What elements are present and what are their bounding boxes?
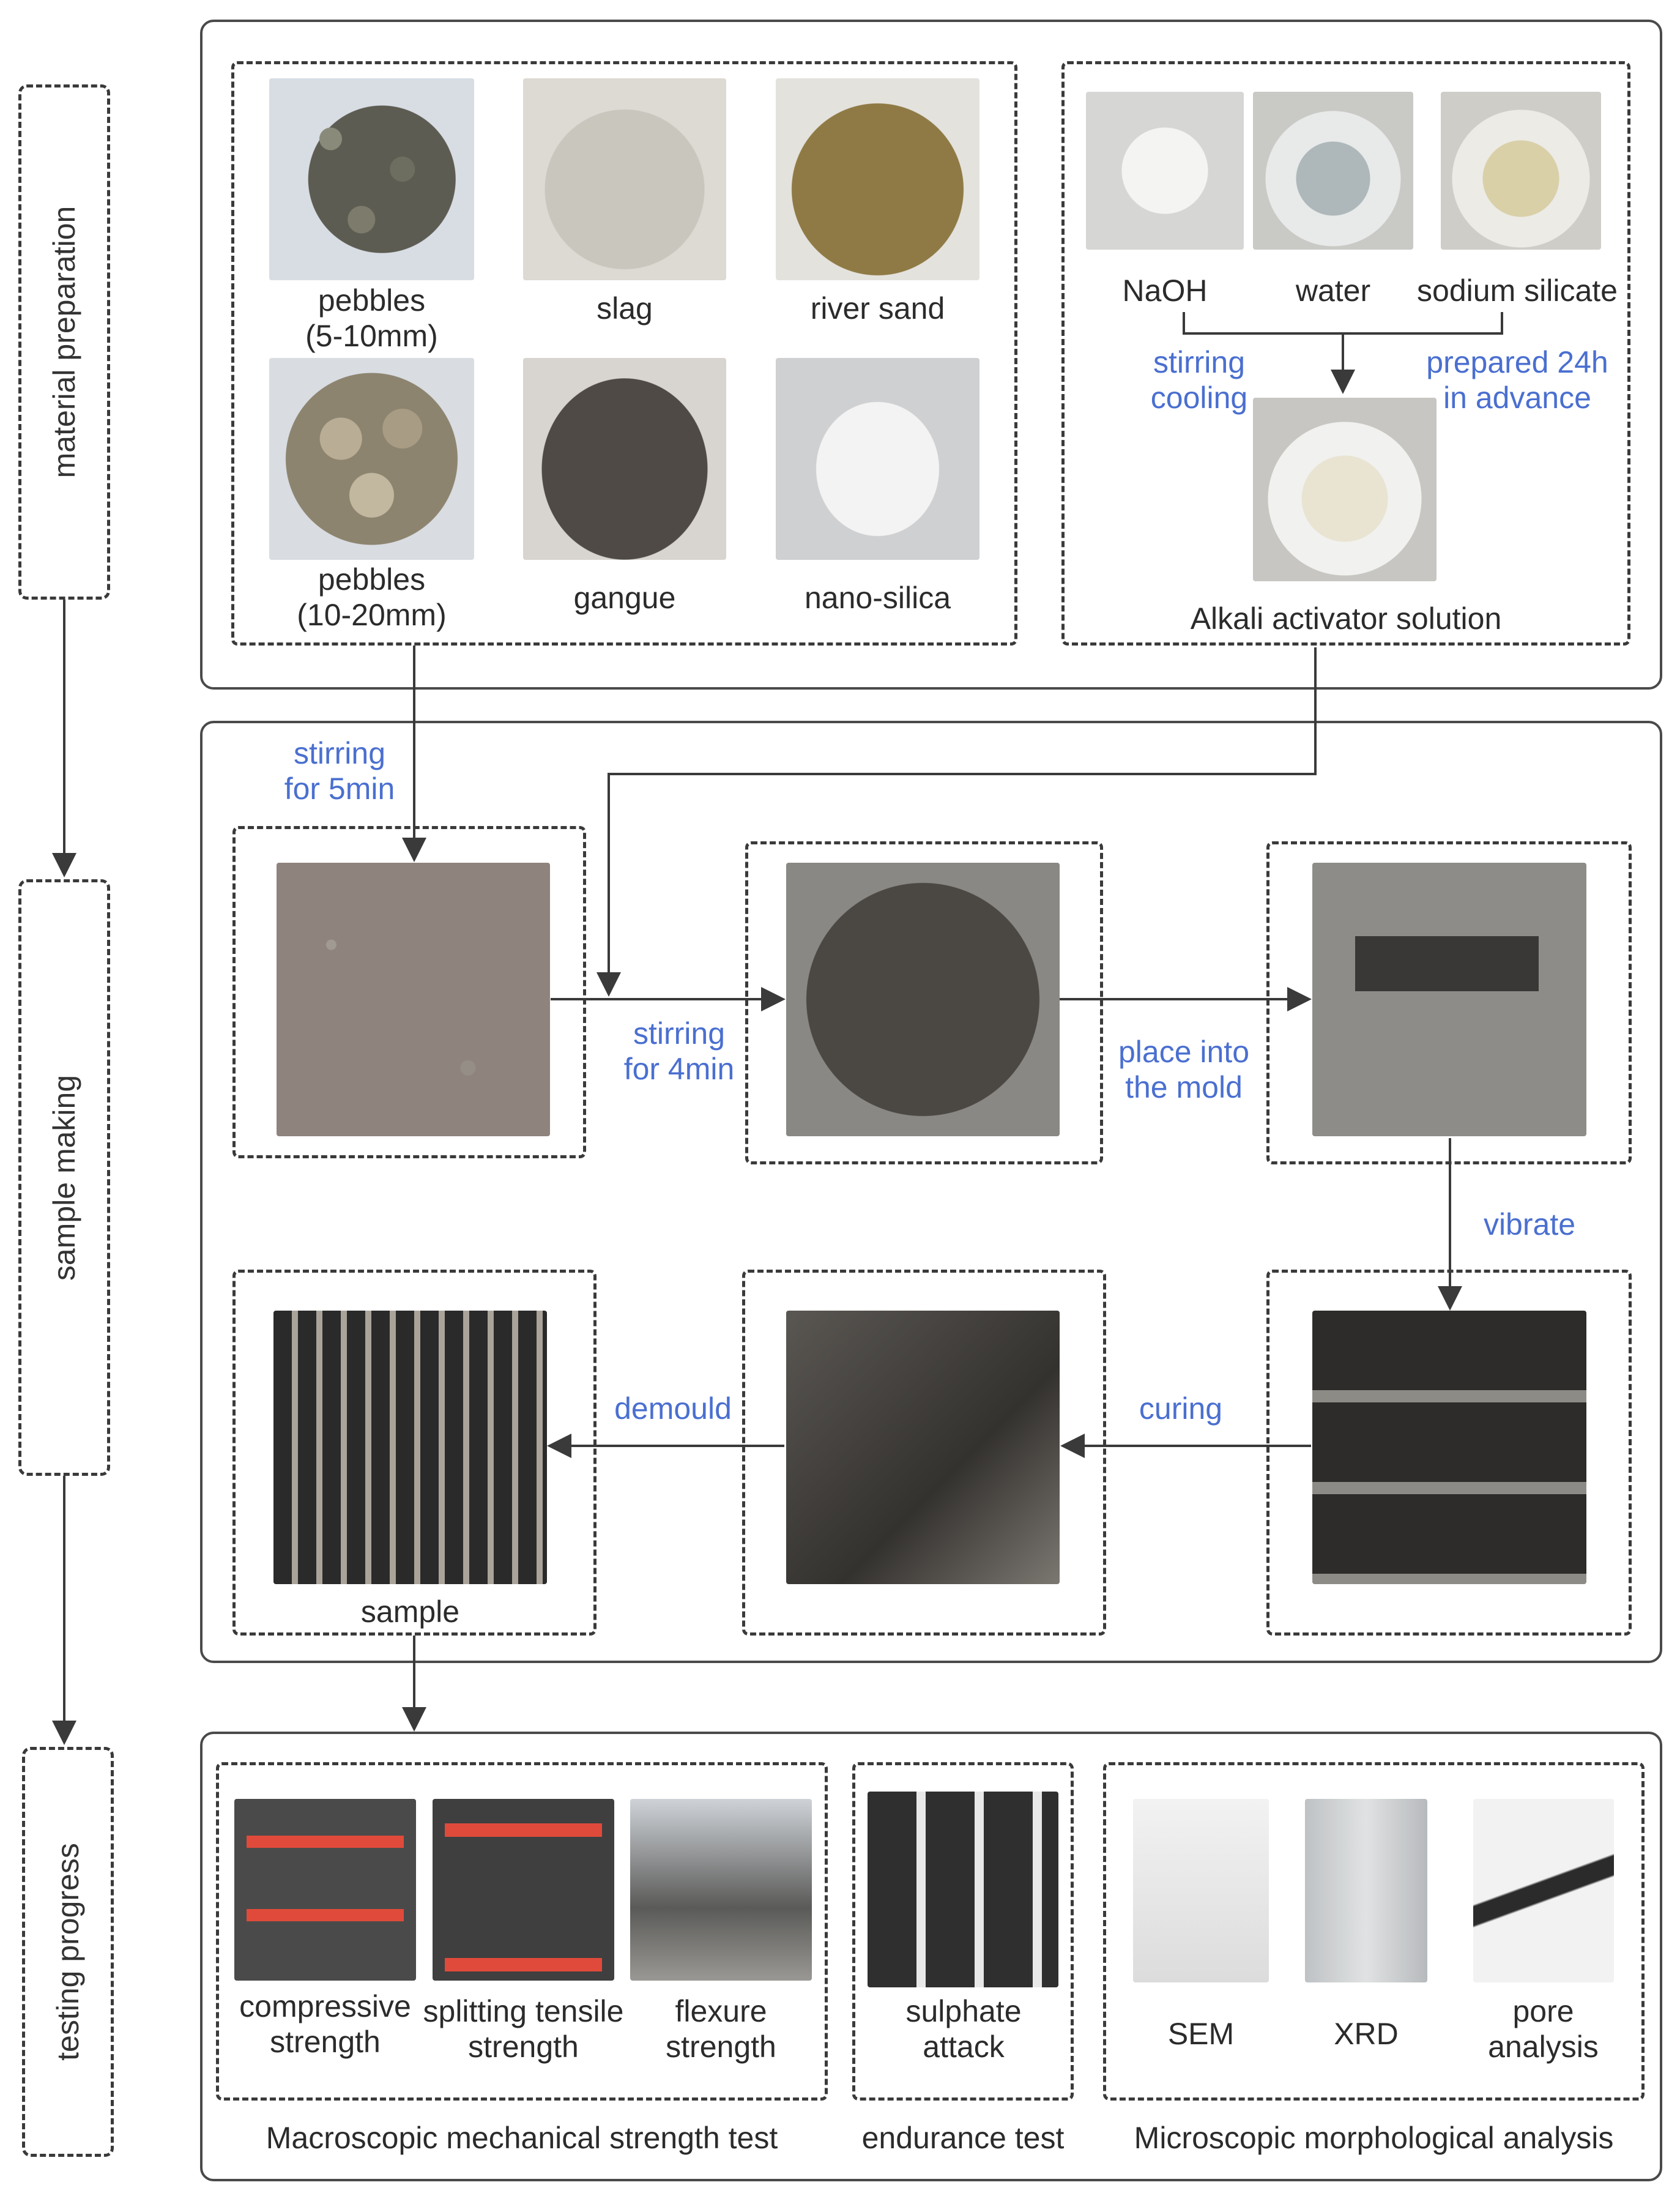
- endurance-test-group: [852, 1762, 1074, 2101]
- vibrate-note: vibrate: [1483, 1207, 1576, 1241]
- compressive-photo: [234, 1799, 416, 1981]
- pebbles-large-photo: [269, 358, 474, 560]
- wet-mix-box: [745, 841, 1103, 1164]
- demould-note: demould: [614, 1391, 732, 1426]
- xrd-label: XRD: [1334, 2017, 1399, 2051]
- material-panel: [200, 20, 1662, 690]
- macro-group-caption: Macroscopic mechanical strength test: [266, 2121, 778, 2155]
- mold-photo: [1312, 863, 1586, 1136]
- sulphate-photo: [868, 1792, 1058, 1987]
- pebbles-small-photo: [269, 78, 474, 280]
- dry-mix-box: [232, 826, 586, 1158]
- gangue-photo: [523, 358, 726, 560]
- slag-photo: [523, 78, 726, 280]
- water-photo: [1253, 92, 1413, 250]
- curing-note: curing: [1139, 1391, 1223, 1426]
- activator-caption: Alkali activator solution: [1190, 601, 1502, 636]
- curing-box: [742, 1270, 1106, 1636]
- endurance-group-caption: endurance test: [861, 2121, 1065, 2155]
- gangue-label: gangue: [573, 581, 676, 615]
- macro-test-group: [216, 1762, 828, 2101]
- nano-silica-label: nano-silica: [804, 581, 951, 615]
- naoh-photo: [1086, 92, 1244, 250]
- nano-silica-photo: [776, 358, 979, 560]
- pebbles-small-label: pebbles(5-10mm): [305, 283, 438, 353]
- dry-mix-photo: [277, 863, 550, 1136]
- solid-materials-group: [231, 61, 1017, 646]
- molded-photo: [1312, 1311, 1586, 1584]
- naoh-label: NaOH: [1122, 274, 1208, 308]
- river-sand-photo: [776, 78, 979, 280]
- wet-mix-photo: [786, 863, 1060, 1136]
- micro-analysis-group: [1103, 1762, 1645, 2101]
- pore-photo: [1473, 1799, 1614, 1982]
- stage-testing-progress: testing progress: [22, 1747, 114, 2157]
- sodium-silicate-photo: [1441, 92, 1601, 250]
- activator-to-mix-arrow: [597, 647, 1317, 997]
- sem-photo: [1133, 1799, 1269, 1982]
- river-sand-label: river sand: [810, 291, 945, 326]
- micro-group-caption: Microscopic morphological analysis: [1134, 2121, 1614, 2155]
- sample-panel: [200, 721, 1662, 1663]
- pebbles-large-label: pebbles(10-20mm): [297, 562, 447, 632]
- testing-panel: [200, 1732, 1662, 2181]
- slag-label: slag: [597, 291, 653, 326]
- water-label: water: [1295, 274, 1371, 308]
- curing-photo: [786, 1311, 1060, 1584]
- splitting-photo: [433, 1799, 614, 1981]
- demoulded-sample-box: [232, 1270, 597, 1636]
- flexure-photo: [630, 1799, 812, 1981]
- sem-label: SEM: [1167, 2017, 1235, 2051]
- activator-merge-left: [1183, 312, 1503, 335]
- stage-sample-making: sample making: [18, 879, 110, 1476]
- sodium-silicate-label: sodium silicate: [1417, 274, 1618, 308]
- sample-caption: sample: [360, 1595, 460, 1629]
- activator-group: [1061, 61, 1630, 646]
- stage-material-preparation: material preparation: [18, 84, 110, 600]
- xrd-photo: [1305, 1799, 1427, 1982]
- activator-solution-photo: [1253, 398, 1437, 581]
- sample-photo: [273, 1311, 547, 1584]
